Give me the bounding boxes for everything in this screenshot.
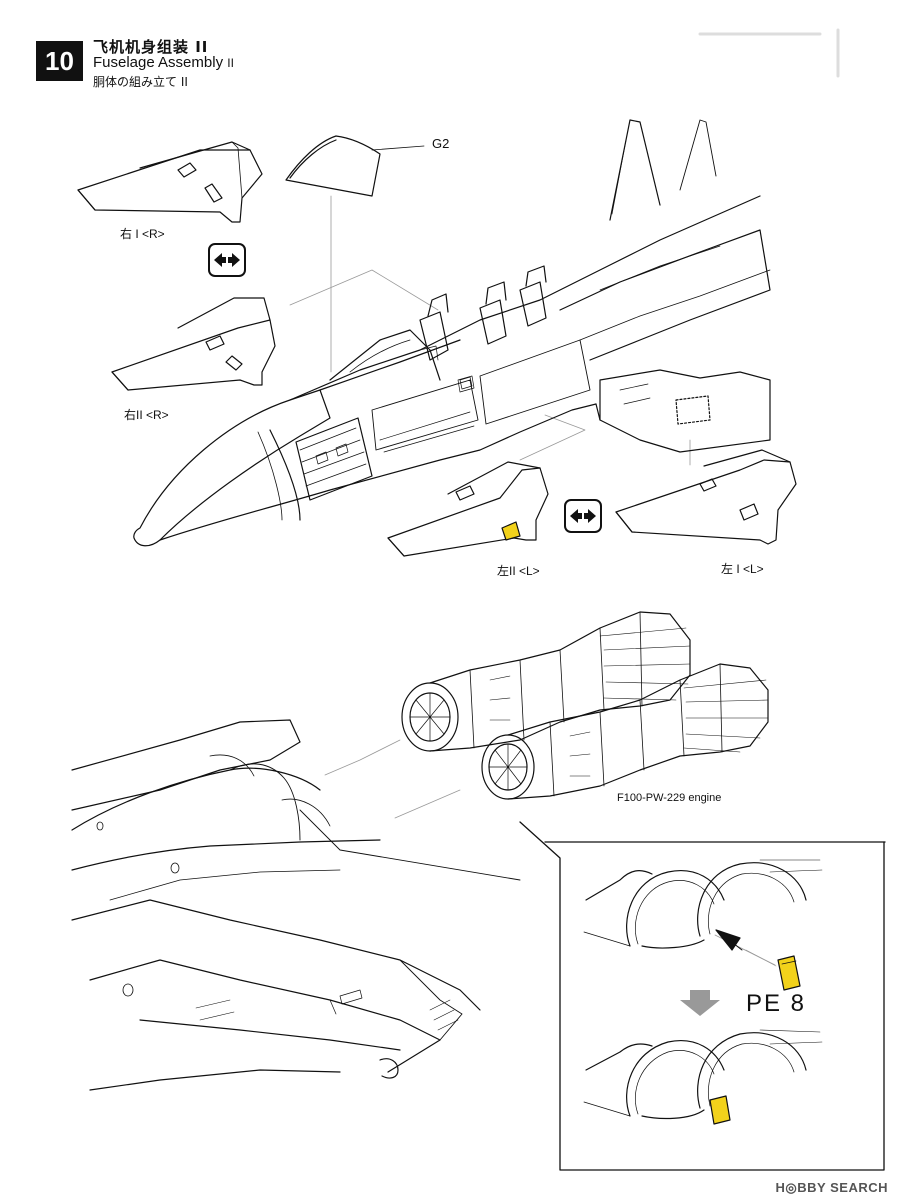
guide-lines [289, 195, 776, 966]
panel-right-2 [111, 297, 276, 391]
swap-arrows-icon-2 [564, 499, 602, 533]
pe8-label: PE 8 [746, 990, 807, 1017]
step-title-english: Fuselage Assembly II [93, 54, 234, 71]
swap-arrows-icon [208, 243, 246, 277]
canopy-label: G2 [432, 136, 450, 151]
page-bleed-marks [698, 28, 840, 78]
step-title-english-suffix: II [227, 56, 234, 70]
engine-2 [481, 663, 769, 800]
inset-before [583, 859, 823, 991]
panel-left-2-label: 左II <L> [497, 564, 540, 578]
panel-right-1 [77, 141, 263, 223]
pe8-part [777, 955, 801, 991]
fuselage-forward [133, 119, 771, 547]
rear-fuselage [71, 719, 521, 1091]
engine-1 [401, 611, 691, 752]
watermark: H◎BBY SEARCH [775, 1180, 888, 1195]
engine-label: F100-PW-229 engine [617, 792, 722, 804]
panel-left-2 [387, 461, 549, 557]
canopy-part-g2 [285, 135, 425, 197]
detail-inset-frame [519, 821, 886, 1171]
pe-highlight-left2 [501, 521, 521, 541]
panel-right-1-label: 右 I <R> [120, 227, 165, 241]
panel-right-2-label: 右II <R> [124, 408, 169, 422]
panel-left-1 [615, 449, 797, 545]
down-arrow-icon [680, 990, 720, 1016]
step-number-badge: 10 [36, 41, 83, 81]
inset-after [583, 1029, 823, 1125]
step-title-japanese: 胴体の組み立て II [93, 75, 188, 89]
pointer-arrow-icon [715, 929, 741, 951]
pe8-part-installed [709, 1095, 731, 1125]
step-title-english-text: Fuselage Assembly [93, 54, 224, 71]
panel-left-1-label: 左 I <L> [721, 562, 764, 576]
step-title-chinese: 飞机机身组装 II [93, 38, 209, 56]
